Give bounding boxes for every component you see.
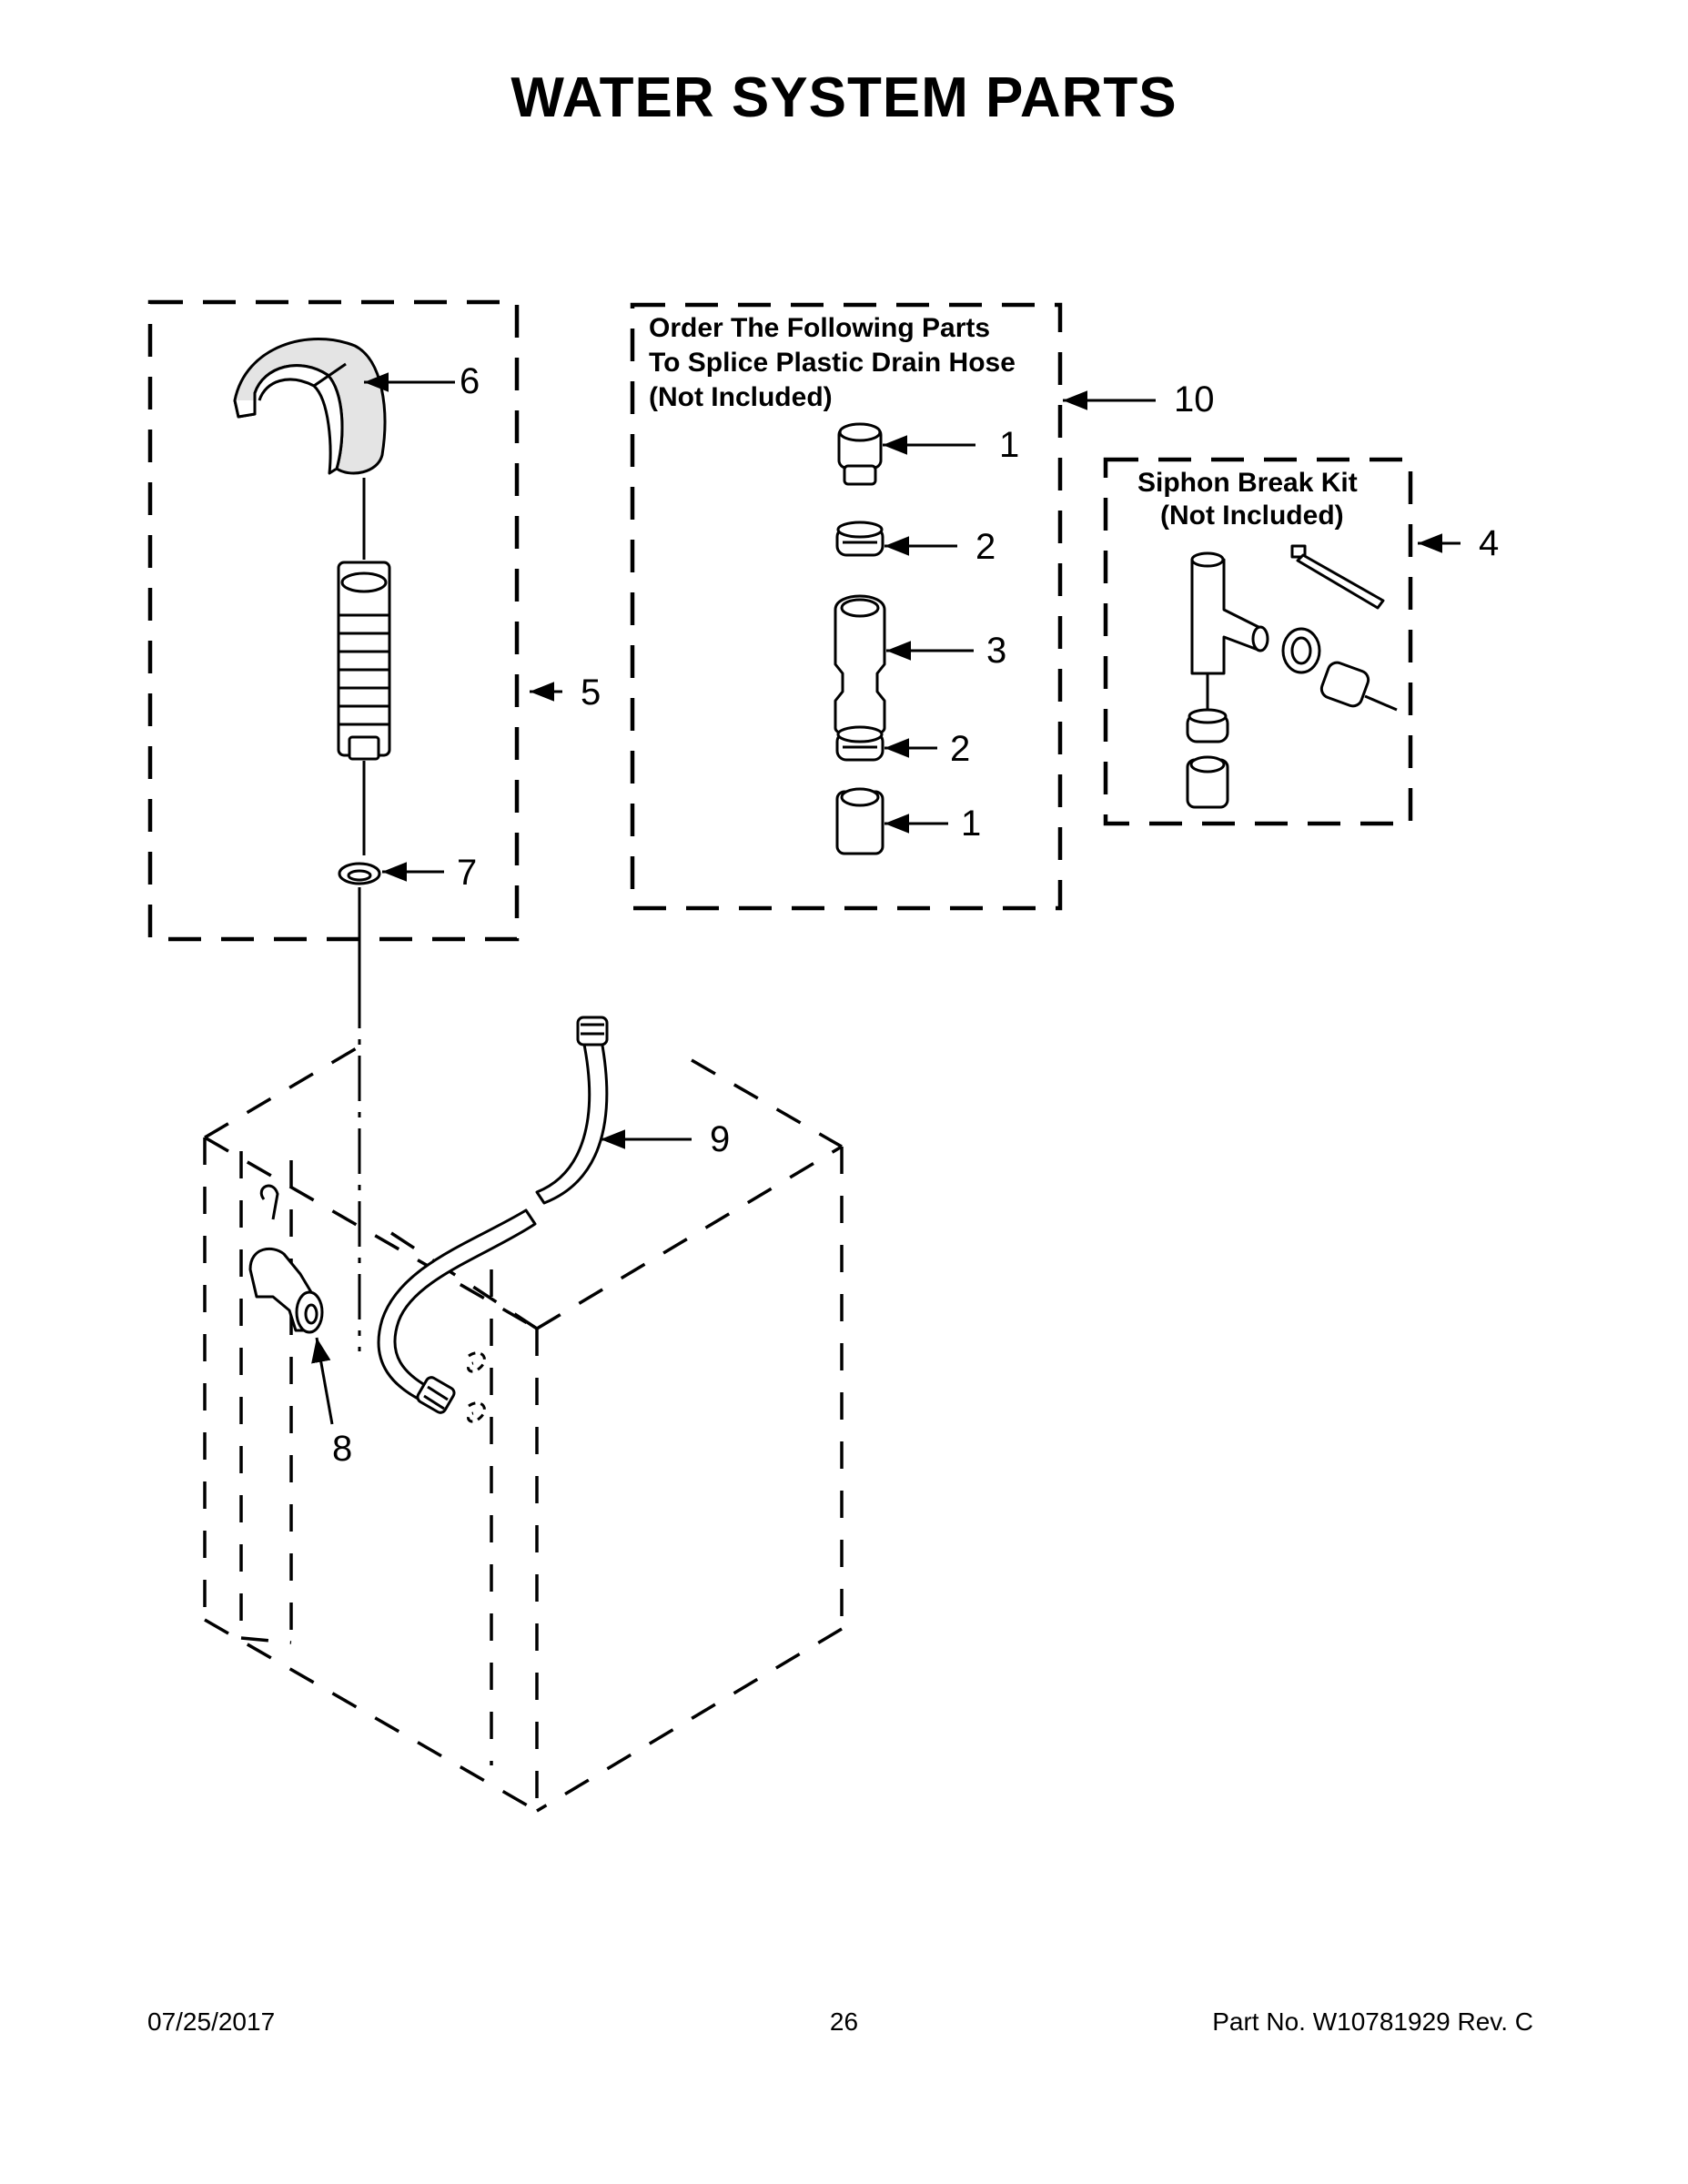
callout-1-bottom: 1	[961, 804, 981, 844]
washer-cabinet-outline	[203, 1045, 844, 1813]
siphon-note-line1: Siphon Break Kit	[1137, 468, 1358, 498]
footer-part-number: Part No. W10781929 Rev. C	[1212, 2007, 1533, 2036]
callout-5: 5	[581, 672, 601, 713]
callout-9: 9	[710, 1119, 730, 1159]
splice-note-line2: To Splice Plastic Drain Hose	[649, 348, 1016, 378]
group-5-boundary	[147, 299, 520, 942]
group-10-boundary	[630, 302, 1063, 911]
page-title: WATER SYSTEM PARTS	[510, 66, 1178, 129]
footer-page-number: 26	[829, 2007, 859, 2036]
part-4-siphon-clamp	[1281, 627, 1321, 674]
part-1-connector-top	[837, 422, 883, 486]
callout-4: 4	[1479, 523, 1499, 563]
part-2-clamp-bottom	[835, 725, 884, 762]
part-6-hose-guide	[233, 338, 387, 475]
part-4-cable-tie	[1290, 544, 1385, 610]
callout-7: 7	[457, 853, 477, 893]
part-2-clamp-top	[835, 521, 884, 557]
splice-note-line1: Order The Following Parts	[649, 313, 990, 343]
callout-2-bottom: 2	[950, 729, 970, 769]
part-7-clamp	[338, 862, 381, 983]
callout-8: 8	[332, 1429, 352, 1469]
callout-6: 6	[460, 361, 480, 401]
part-8-pump-outlet	[248, 1184, 324, 1334]
rear-hose-hooks	[467, 1351, 486, 1423]
part-4-siphon-connector	[1319, 661, 1398, 712]
callout-2-top: 2	[975, 527, 996, 567]
siphon-note-line2: (Not Included)	[1160, 500, 1344, 531]
part-4-siphon-lower	[1186, 673, 1229, 809]
part-3-coupler	[834, 594, 886, 738]
part-9-drain-hose	[377, 1016, 609, 1414]
group-4-boundary	[1103, 457, 1413, 826]
callout-3: 3	[986, 631, 1006, 671]
callout-10: 10	[1174, 379, 1215, 420]
footer-date: 07/25/2017	[147, 2007, 276, 2036]
part-1-connector-bottom	[835, 787, 884, 855]
callout-1-top: 1	[999, 425, 1019, 465]
splice-note-line3: (Not Included)	[649, 382, 833, 412]
part-5-hose-connector	[337, 478, 391, 855]
part-4-siphon-tee	[1190, 551, 1269, 675]
